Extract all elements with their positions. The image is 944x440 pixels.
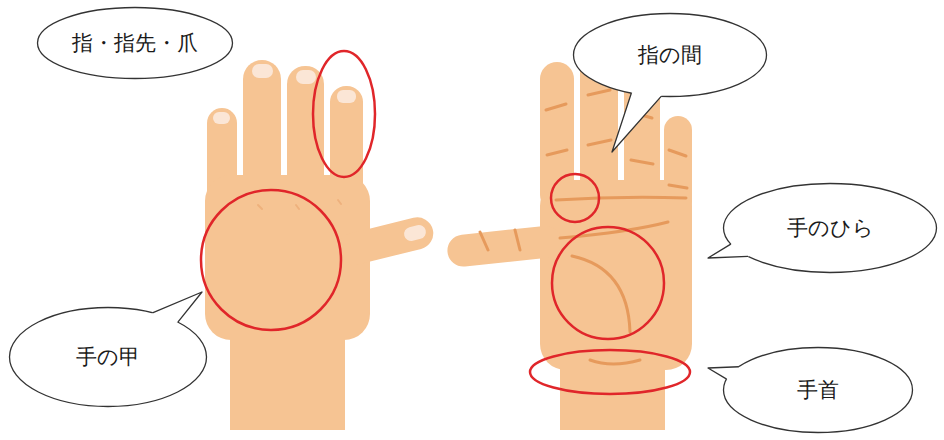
finger-crease	[669, 150, 687, 188]
highlight-circle	[552, 227, 664, 339]
palm-line	[572, 256, 630, 332]
highlight-circle	[551, 174, 599, 222]
finger-crease	[588, 90, 611, 145]
bubble-tail	[708, 244, 748, 258]
wrist-shape	[560, 330, 665, 430]
wrist-shape	[230, 300, 345, 430]
knuckle-mark	[258, 200, 341, 209]
finger-crease	[546, 104, 567, 155]
back-of-hand	[205, 60, 437, 430]
nail	[403, 224, 428, 243]
bubble-label: 指・指先・爪	[36, 6, 234, 80]
highlight-marks	[201, 51, 690, 394]
bubble-label: 手の甲	[8, 306, 208, 408]
thumb	[446, 224, 564, 268]
nail	[296, 70, 316, 84]
speech-bubble: 手のひら	[722, 182, 938, 274]
speech-bubble: 指・指先・爪	[36, 6, 234, 80]
bubble-tail-fill	[612, 55, 670, 152]
nail	[337, 90, 356, 103]
bubble-tail	[612, 93, 661, 152]
nail	[213, 112, 230, 124]
bubble-tail	[708, 367, 739, 379]
palm-line	[556, 197, 686, 200]
wrist-crease	[590, 360, 640, 364]
knuckle-marks	[258, 200, 341, 209]
palm-side-hand	[446, 42, 692, 430]
highlight-ellipse	[313, 51, 375, 177]
thumb-crease	[480, 230, 520, 250]
crease-lines	[480, 90, 687, 364]
speech-bubble: 指の間	[572, 12, 768, 98]
bubble-tail	[152, 292, 202, 322]
thumb	[334, 214, 437, 269]
highlight-ellipse	[530, 350, 690, 394]
speech-bubble: 手首	[722, 346, 914, 434]
bubble-label: 手のひら	[722, 182, 938, 274]
bubble-label: 指の間	[572, 12, 768, 98]
nail	[252, 64, 273, 78]
speech-bubble: 手の甲	[8, 306, 208, 408]
highlight-circle	[201, 190, 341, 330]
bubble-label: 手首	[722, 346, 914, 434]
